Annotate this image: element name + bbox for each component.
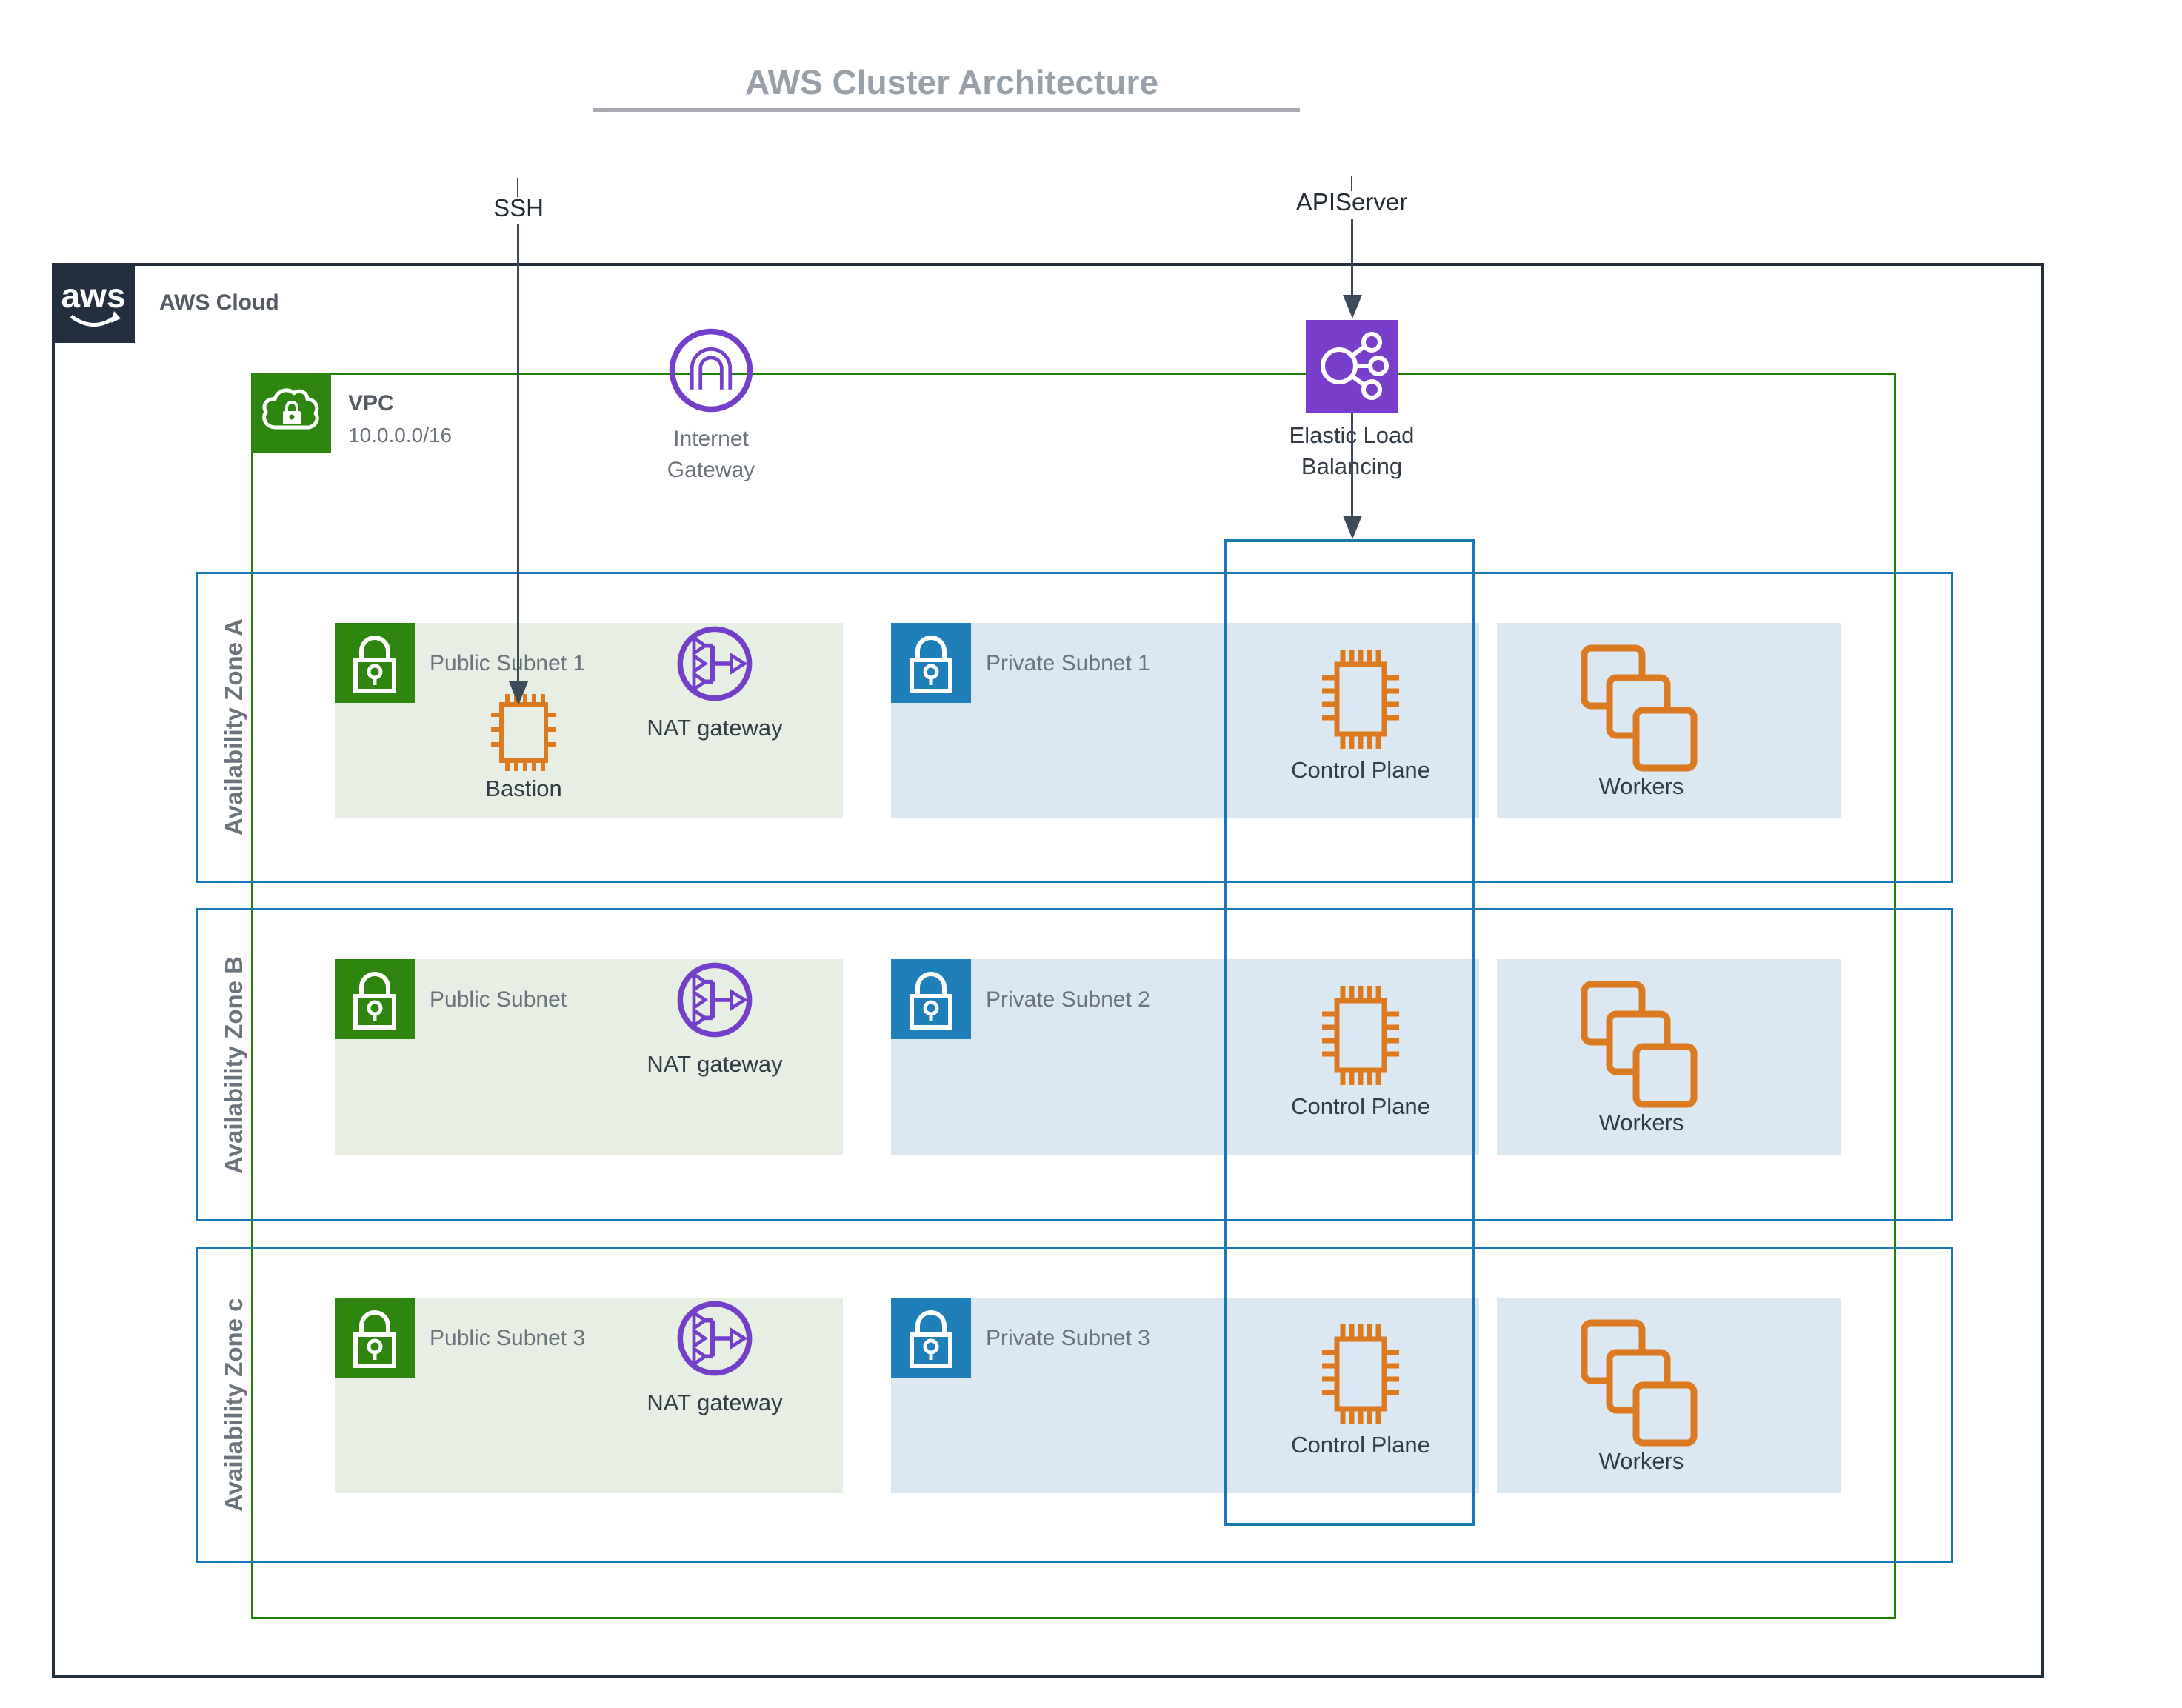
private-subnet-b-label: Private Subnet 2: [986, 987, 1150, 1012]
private-subnet-a-label: Private Subnet 1: [986, 651, 1150, 675]
public-subnet-c-label: Public Subnet 3: [430, 1326, 586, 1350]
control-plane-icon: [1309, 644, 1412, 755]
workers-icon: [1580, 644, 1702, 773]
workers-area-c: Workers: [1497, 1298, 1841, 1493]
internet-gateway-icon: [665, 324, 757, 416]
public-subnet-lock-icon: [335, 1298, 415, 1378]
ssh-arrowhead: [509, 681, 528, 705]
az-a-label: Availability Zone A: [220, 618, 247, 836]
apiserver-arrow-line: [1351, 219, 1353, 295]
nat-gateway-icon: [673, 622, 756, 705]
aws-logo-icon: aws: [52, 263, 135, 343]
workers-icon: [1580, 1318, 1702, 1448]
private-subnet-lock-icon: [891, 1298, 971, 1378]
internet-gateway-label-line1: Internet: [673, 427, 749, 451]
az-c-box: Availability Zone c Public Subnet 3: [196, 1247, 1953, 1563]
workers-label: Workers: [1598, 773, 1684, 799]
apiserver-arrowhead: [1343, 295, 1362, 318]
aws-cloud-box: [52, 263, 2044, 1678]
public-subnet-b: Public Subnet NAT gateway: [335, 959, 843, 1155]
control-plane-label: Control Plane: [1291, 1093, 1430, 1119]
ssh-label: SSH: [493, 194, 544, 221]
az-c-label: Availability Zone c: [220, 1298, 247, 1512]
elb-arrow-line: [1351, 413, 1353, 516]
private-subnet-lock-icon: [891, 623, 971, 703]
control-plane-label: Control Plane: [1291, 1432, 1430, 1458]
public-subnet-a-label: Public Subnet 1: [430, 651, 586, 675]
apiserver-tick-line: [1351, 176, 1352, 191]
workers-label: Workers: [1598, 1448, 1684, 1474]
nat-gateway-label: NAT gateway: [647, 715, 783, 741]
vpc-label: VPC: [348, 391, 394, 416]
nat-gateway-icon: [673, 958, 756, 1041]
workers-area-a: Workers: [1497, 623, 1841, 818]
private-subnet-b: Private Subnet 2: [891, 959, 1479, 1155]
control-plane-group-box: [1224, 539, 1475, 1526]
private-subnet-c: Private Subnet 3: [891, 1298, 1479, 1493]
vpc-box: [251, 373, 1896, 1619]
vpc-cidr: 10.0.0.0/16: [348, 424, 453, 447]
nat-gateway-label: NAT gateway: [647, 1051, 783, 1077]
public-subnet-b-label: Public Subnet: [430, 987, 567, 1012]
vpc-icon: [251, 373, 331, 453]
control-plane-icon: [1309, 1318, 1412, 1430]
private-subnet-c-label: Private Subnet 3: [986, 1326, 1150, 1350]
bastion-label: Bastion: [485, 775, 562, 801]
svg-text:aws: aws: [61, 276, 126, 315]
nat-gateway-label: NAT gateway: [647, 1390, 783, 1415]
workers-icon: [1580, 980, 1702, 1110]
control-plane-icon: [1309, 980, 1412, 1091]
az-b-box: Availability Zone B Public Subnet: [196, 908, 1953, 1221]
bastion-icon: [483, 688, 564, 777]
ssh-arrow-line: [517, 224, 519, 683]
az-b-label: Availability Zone B: [220, 955, 247, 1174]
public-subnet-lock-icon: [335, 623, 415, 703]
title-underline: [593, 108, 1300, 112]
workers-label: Workers: [1598, 1110, 1684, 1135]
az-a-box: Availability Zone A Public Subnet 1: [196, 572, 1953, 883]
private-subnet-a: Private Subnet 1: [891, 623, 1479, 818]
public-subnet-lock-icon: [335, 959, 415, 1039]
internet-gateway-label-line2: Gateway: [667, 458, 755, 482]
control-plane-label: Control Plane: [1291, 757, 1430, 783]
elastic-load-balancing-icon: [1306, 320, 1398, 413]
nat-gateway-icon: [673, 1297, 756, 1380]
elb-arrowhead: [1343, 516, 1362, 539]
ssh-tick-line: [517, 178, 518, 197]
aws-cloud-label: AWS Cloud: [159, 290, 279, 315]
page-title: AWS Cluster Architecture: [744, 63, 1159, 101]
apiserver-label: APIServer: [1295, 188, 1408, 216]
private-subnet-lock-icon: [891, 959, 971, 1039]
workers-area-b: Workers: [1497, 959, 1841, 1155]
public-subnet-c: Public Subnet 3 NAT gateway: [335, 1298, 843, 1493]
public-subnet-a: Public Subnet 1 NAT gateway: [335, 623, 843, 818]
